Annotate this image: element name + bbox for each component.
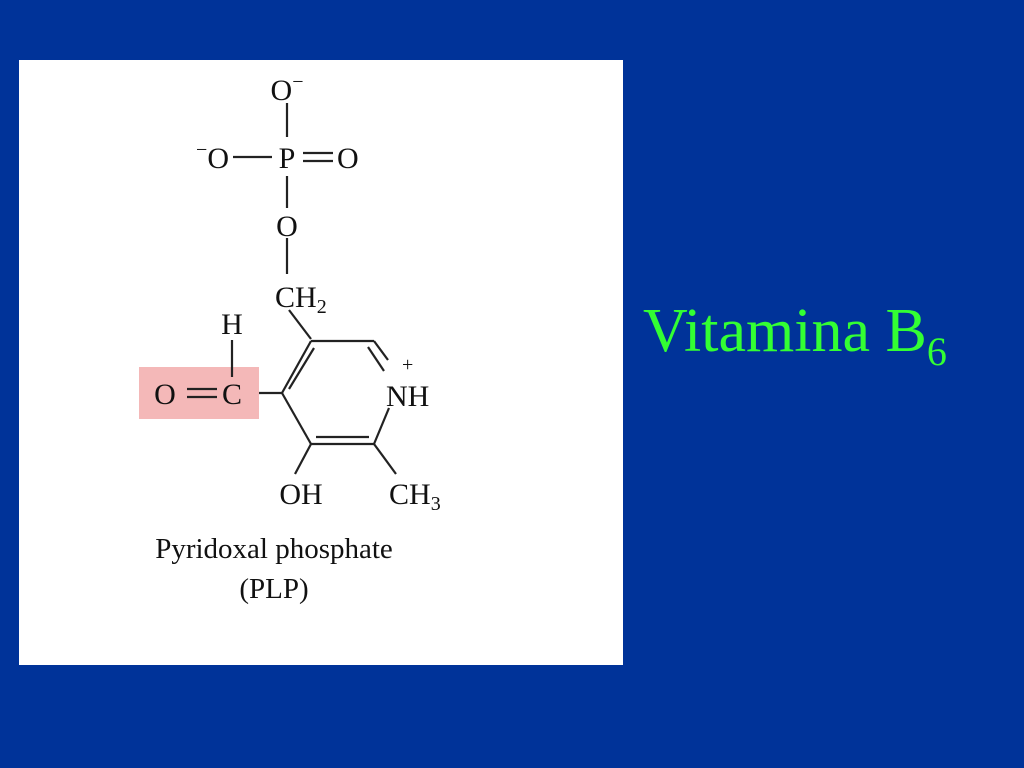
atom-o-top: O− <box>271 71 304 107</box>
atom-aldehyde-c: C <box>222 378 242 411</box>
group-oh: OH <box>279 478 322 511</box>
atom-phosphate-left-o: −O <box>196 139 229 175</box>
atom-ester-o: O <box>276 210 298 243</box>
slide-title: Vitamina B6 <box>643 297 947 372</box>
slide-title-subscript: 6 <box>926 329 947 374</box>
atom-phosphorus: P <box>279 142 296 175</box>
bond-ring-ch3 <box>373 443 397 475</box>
structure-figure-panel: O− −O P O O CH2 H O C + NH OH CH3 Pyrido… <box>19 60 623 665</box>
pyridoxal-phosphate-structure: O− −O P O O CH2 H O C + NH OH CH3 Pyrido… <box>139 71 441 605</box>
slide-title-text: Vitamina B <box>643 297 927 365</box>
aldehyde-highlight-box <box>139 367 259 419</box>
figure-caption-name: Pyridoxal phosphate <box>155 533 393 565</box>
ring-bond-top-left-inner <box>288 347 315 390</box>
bond-lines <box>187 103 397 475</box>
atom-aldehyde-o: O <box>154 378 176 411</box>
group-ch3: CH3 <box>389 478 441 515</box>
group-nh: NH <box>386 380 429 413</box>
ring-bond-top-right-inner <box>367 346 385 372</box>
n-positive-charge: + <box>402 354 413 376</box>
ring-bond-top-right <box>373 340 389 361</box>
group-ch2: CH2 <box>275 281 327 318</box>
bond-ring-oh <box>294 443 312 475</box>
figure-caption-abbreviation: (PLP) <box>239 573 308 605</box>
bond-ch2-ring <box>288 309 312 340</box>
ring-bond-bottom-left <box>281 392 312 445</box>
atom-aldehyde-h: H <box>221 308 243 341</box>
ring-bond-top-left <box>281 340 312 394</box>
atom-phosphate-right-o: O <box>337 142 359 175</box>
ring-bond-right <box>372 407 391 445</box>
